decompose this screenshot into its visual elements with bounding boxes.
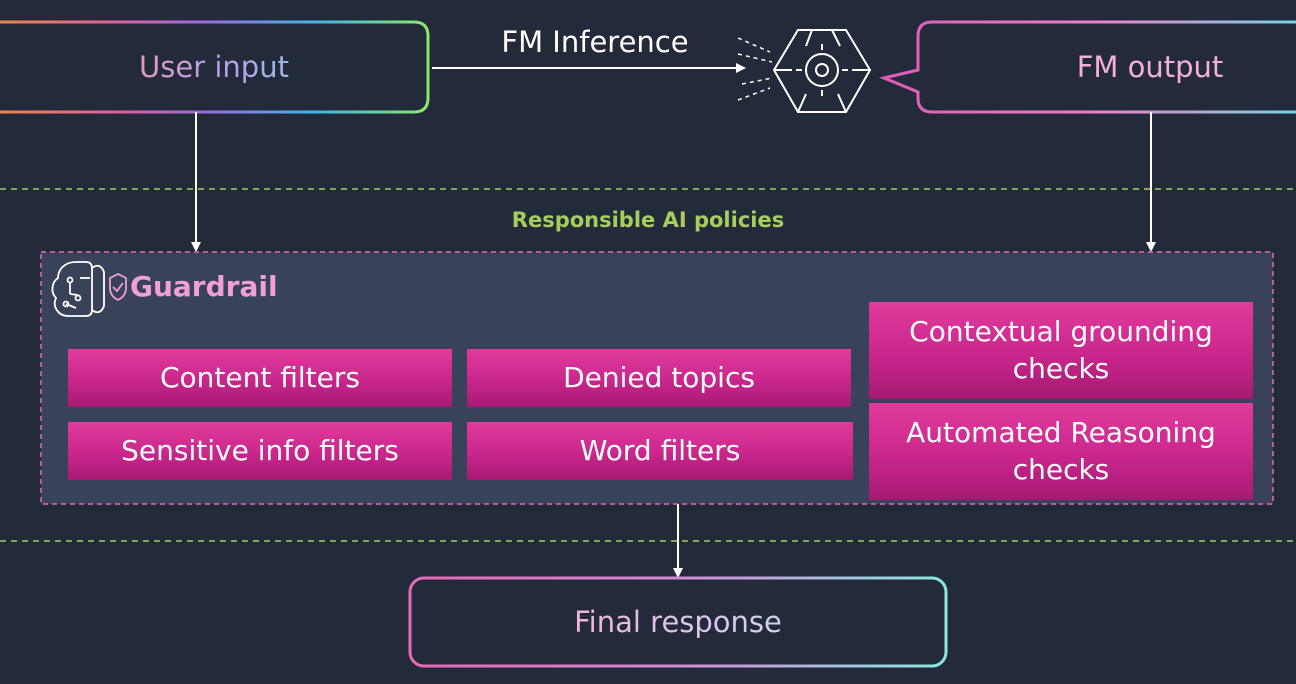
- user-input-label: User input: [0, 22, 428, 112]
- responsible-ai-policies-label: Responsible AI policies: [511, 208, 785, 232]
- sensitive-info-filters-box: Sensitive info filters: [68, 422, 452, 480]
- fm-inference-arrow: [432, 63, 746, 73]
- user-input-box: [0, 20, 430, 114]
- denied-topics-box: Denied topics: [467, 349, 851, 407]
- content-filters-box: Content filters: [68, 349, 452, 407]
- guardrail-to-final-arrow: [673, 504, 683, 578]
- final-response-box: [408, 576, 948, 668]
- fm-output-box: [879, 20, 1296, 114]
- automated-reasoning-checks-box: Automated Reasoning checks: [869, 403, 1253, 500]
- word-filters-box: Word filters: [467, 422, 853, 480]
- foundation-model-icon: [737, 29, 872, 113]
- final-response-label: Final response: [410, 578, 946, 666]
- fm-inference-label: FM Inference: [501, 25, 689, 59]
- contextual-grounding-checks-box: Contextual grounding checks: [869, 302, 1253, 399]
- guardrail-title: Guardrail: [130, 269, 278, 303]
- input-to-guardrail-arrow: [191, 112, 201, 252]
- guardrail-brain-shield-icon: [51, 261, 127, 317]
- fm-output-label: FM output: [1076, 50, 1224, 84]
- output-to-guardrail-arrow: [1146, 112, 1156, 252]
